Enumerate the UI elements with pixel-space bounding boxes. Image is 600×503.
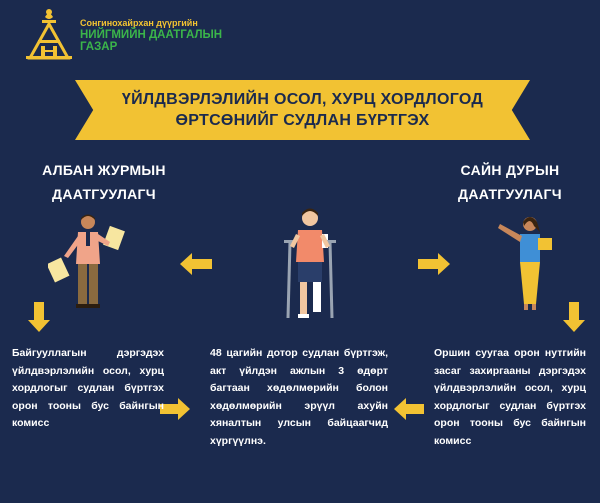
- organization-name: Сонгинохайрхан дүүргийн НИЙГМИЙН ДААТГАЛ…: [80, 18, 222, 53]
- man-with-documents-illustration: [46, 212, 128, 312]
- left-heading-line1: АЛБАН ЖУРМЫН: [42, 162, 166, 178]
- right-heading-line1: САЙН ДУРЫН: [460, 162, 560, 178]
- left-heading-line2: ДААТГУУЛАГЧ: [52, 186, 156, 202]
- arrow-right-icon: [160, 398, 190, 420]
- title-banner: ҮЙЛДВЭРЛЭЛИЙН ОСОЛ, ХУРЦ ХОРДЛОГОД ӨРТСӨ…: [75, 80, 530, 140]
- banner-line1: ҮЙЛДВЭРЛЭЛИЙН ОСОЛ, ХУРЦ ХОРДЛОГОД: [121, 91, 484, 108]
- woman-with-book-illustration: [494, 212, 554, 314]
- middle-description: 48 цагийн дотор судлан бүртгэж, акт үйлд…: [210, 347, 388, 447]
- left-description: Байгууллагын дэргэдэх үйлдвэрлэлийн осол…: [12, 347, 164, 429]
- logo: [24, 6, 74, 60]
- injured-man-on-crutches-illustration: [280, 206, 340, 322]
- left-heading: АЛБАН ЖУРМЫН ДААТГУУЛАГЧ: [36, 158, 172, 206]
- arrow-down-icon: [563, 302, 585, 332]
- org-line1: Сонгинохайрхан дүүргийн: [80, 18, 198, 28]
- arrow-left-icon: [180, 253, 212, 275]
- org-line2: НИЙГМИЙН ДААТГАЛЫН: [80, 29, 223, 41]
- right-description: Оршин суугаа орон нутгийн засаг захиргаа…: [434, 347, 586, 447]
- right-heading-line2: ДААТГУУЛАГЧ: [458, 186, 562, 202]
- arrow-right-icon: [418, 253, 450, 275]
- org-line3: ГАЗАР: [80, 41, 118, 53]
- banner-line2: ӨРТСӨНИЙГ СУДЛАН БҮРТГЭХ: [175, 112, 430, 129]
- arrow-left-icon: [394, 398, 424, 420]
- arrow-down-icon: [28, 302, 50, 332]
- right-heading: САЙН ДУРЫН ДААТГУУЛАГЧ: [442, 158, 578, 206]
